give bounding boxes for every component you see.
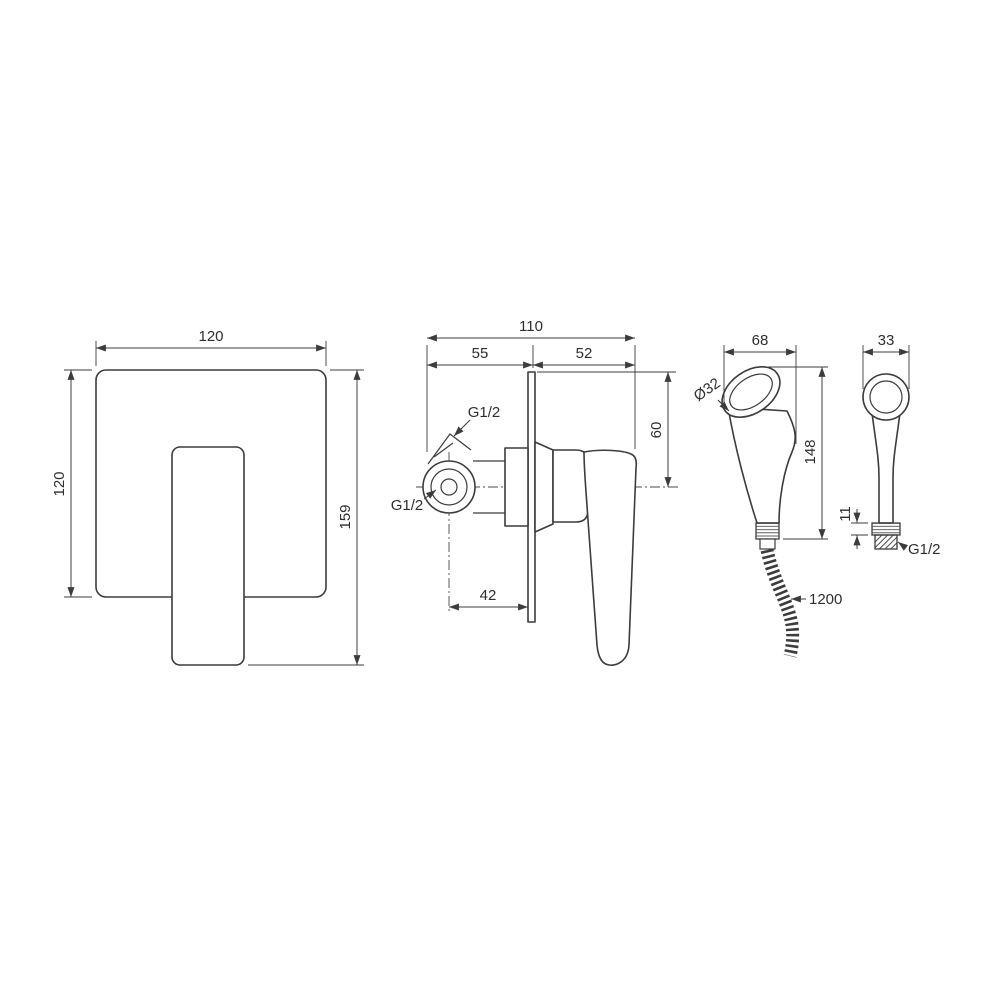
spray-face: [869, 380, 903, 414]
mounting-flange: [504, 447, 529, 527]
lever-handle-side: [583, 449, 638, 666]
total-height-dimension: 159: [248, 369, 364, 666]
front-view: 120 120 159: [51, 328, 364, 666]
thread-top-label: G1/2: [468, 404, 501, 421]
dim-hose-length: 1200: [809, 591, 842, 608]
sprayer-height-dimension: 148: [768, 366, 828, 540]
thread-side-label: G1/2: [391, 497, 424, 514]
plate-height-dimension: 120: [51, 369, 92, 598]
hose-length-label: 1200: [791, 591, 842, 608]
connector-height-dimension: 11: [837, 506, 868, 549]
lever-handle-front: [171, 446, 245, 666]
inlet-port-middle: [430, 468, 468, 506]
side-view: 110 55 52 60 42 G1/2 G1/2: [391, 318, 678, 666]
dim-sprayer-width: 68: [752, 332, 769, 349]
front-thread-label: G1/2: [897, 541, 941, 558]
inlet-elbow: [427, 433, 472, 465]
hose-nut: [755, 522, 780, 540]
dim-connector-height: 11: [837, 506, 854, 522]
dim-plate-width: 120: [198, 328, 223, 345]
dim-total-depth: 110: [519, 318, 543, 335]
body-length-dimension: 42: [449, 587, 528, 611]
dim-total-height: 159: [337, 504, 354, 529]
thread-labels: G1/2 G1/2: [391, 404, 501, 514]
plate-width-dimension: 120: [95, 328, 327, 366]
front-hose-nut: [871, 522, 901, 536]
dim-body-length: 42: [480, 587, 497, 604]
total-depth-dimension: 110: [426, 318, 636, 452]
dim-inlet-offset: 60: [648, 422, 665, 439]
front-thread: [874, 534, 898, 550]
dim-handle-depth: 52: [576, 345, 593, 362]
inlet-offset-dimension: 60: [537, 371, 676, 487]
dim-plate-height: 120: [51, 471, 68, 496]
inlet-port-inner: [440, 478, 458, 496]
sprayer-body: [727, 406, 796, 524]
handshower-angled-view: 68 148 Ø32 1200: [691, 332, 842, 658]
dim-sprayer-height: 148: [802, 439, 819, 464]
handle-cap-side: [552, 449, 589, 523]
shower-hose: [760, 548, 800, 658]
wall-plate-side: [527, 371, 536, 623]
sprayer-width-dimension: 68: [723, 332, 797, 444]
handshower-front-view: 33 11 G1/2: [837, 332, 941, 558]
split-depth-dimensions: 55 52: [427, 345, 635, 369]
sprayer-front-body: [871, 412, 901, 524]
dim-front-width: 33: [878, 332, 895, 349]
hose-connector: [759, 538, 776, 550]
dim-body-depth: 55: [472, 345, 489, 362]
escutcheon-side: [534, 441, 554, 533]
front-thread-text: G1/2: [908, 541, 941, 558]
front-width-dimension: 33: [862, 332, 910, 389]
